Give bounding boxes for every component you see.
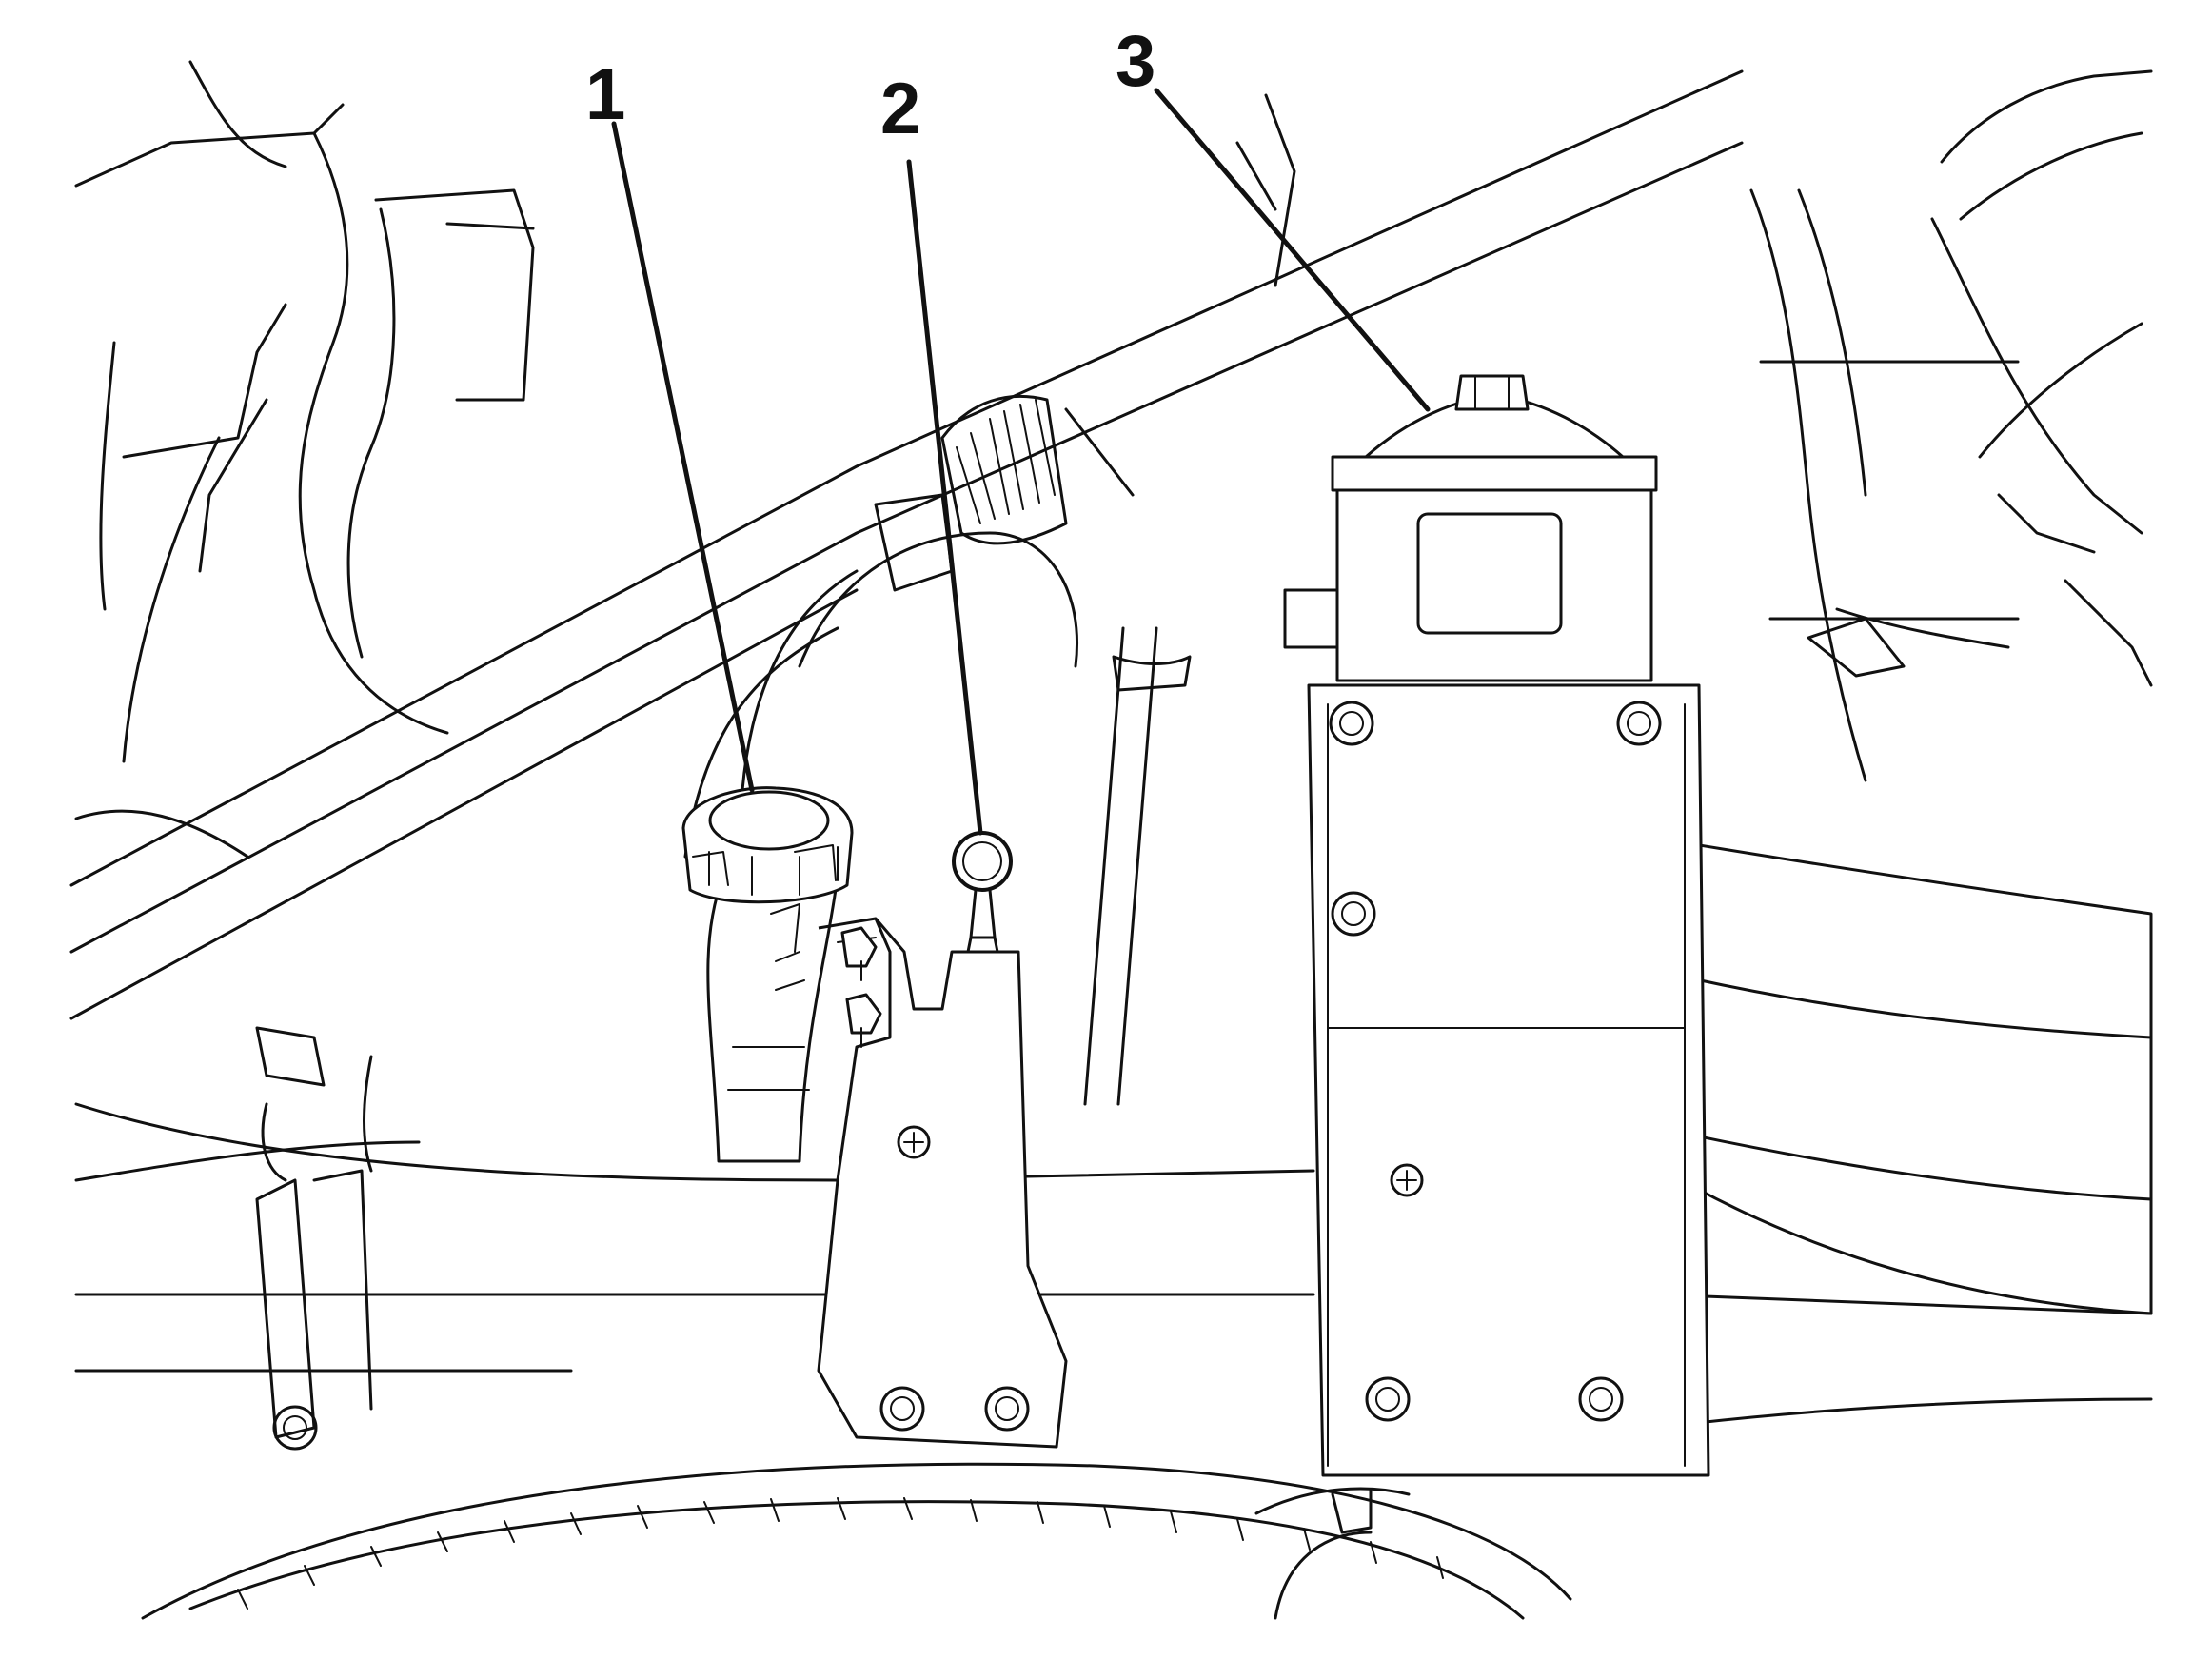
callout-2: 2 [880, 69, 983, 836]
callout-2-label: 2 [880, 69, 920, 149]
background-linework [69, 60, 2153, 1620]
callout-2-leader [906, 159, 983, 836]
dipstick [952, 831, 1013, 963]
reservoir-assembly [1283, 374, 1710, 1477]
callout-1: 1 [585, 54, 755, 793]
filler-cap [681, 786, 854, 1163]
callout-3-leader [1154, 88, 1431, 412]
callout-1-leader [611, 121, 755, 793]
callout-3-label: 3 [1116, 21, 1155, 102]
callout-1-label: 1 [585, 54, 625, 135]
mounting-bracket [817, 917, 1068, 1449]
callout-3: 3 [1116, 21, 1431, 412]
